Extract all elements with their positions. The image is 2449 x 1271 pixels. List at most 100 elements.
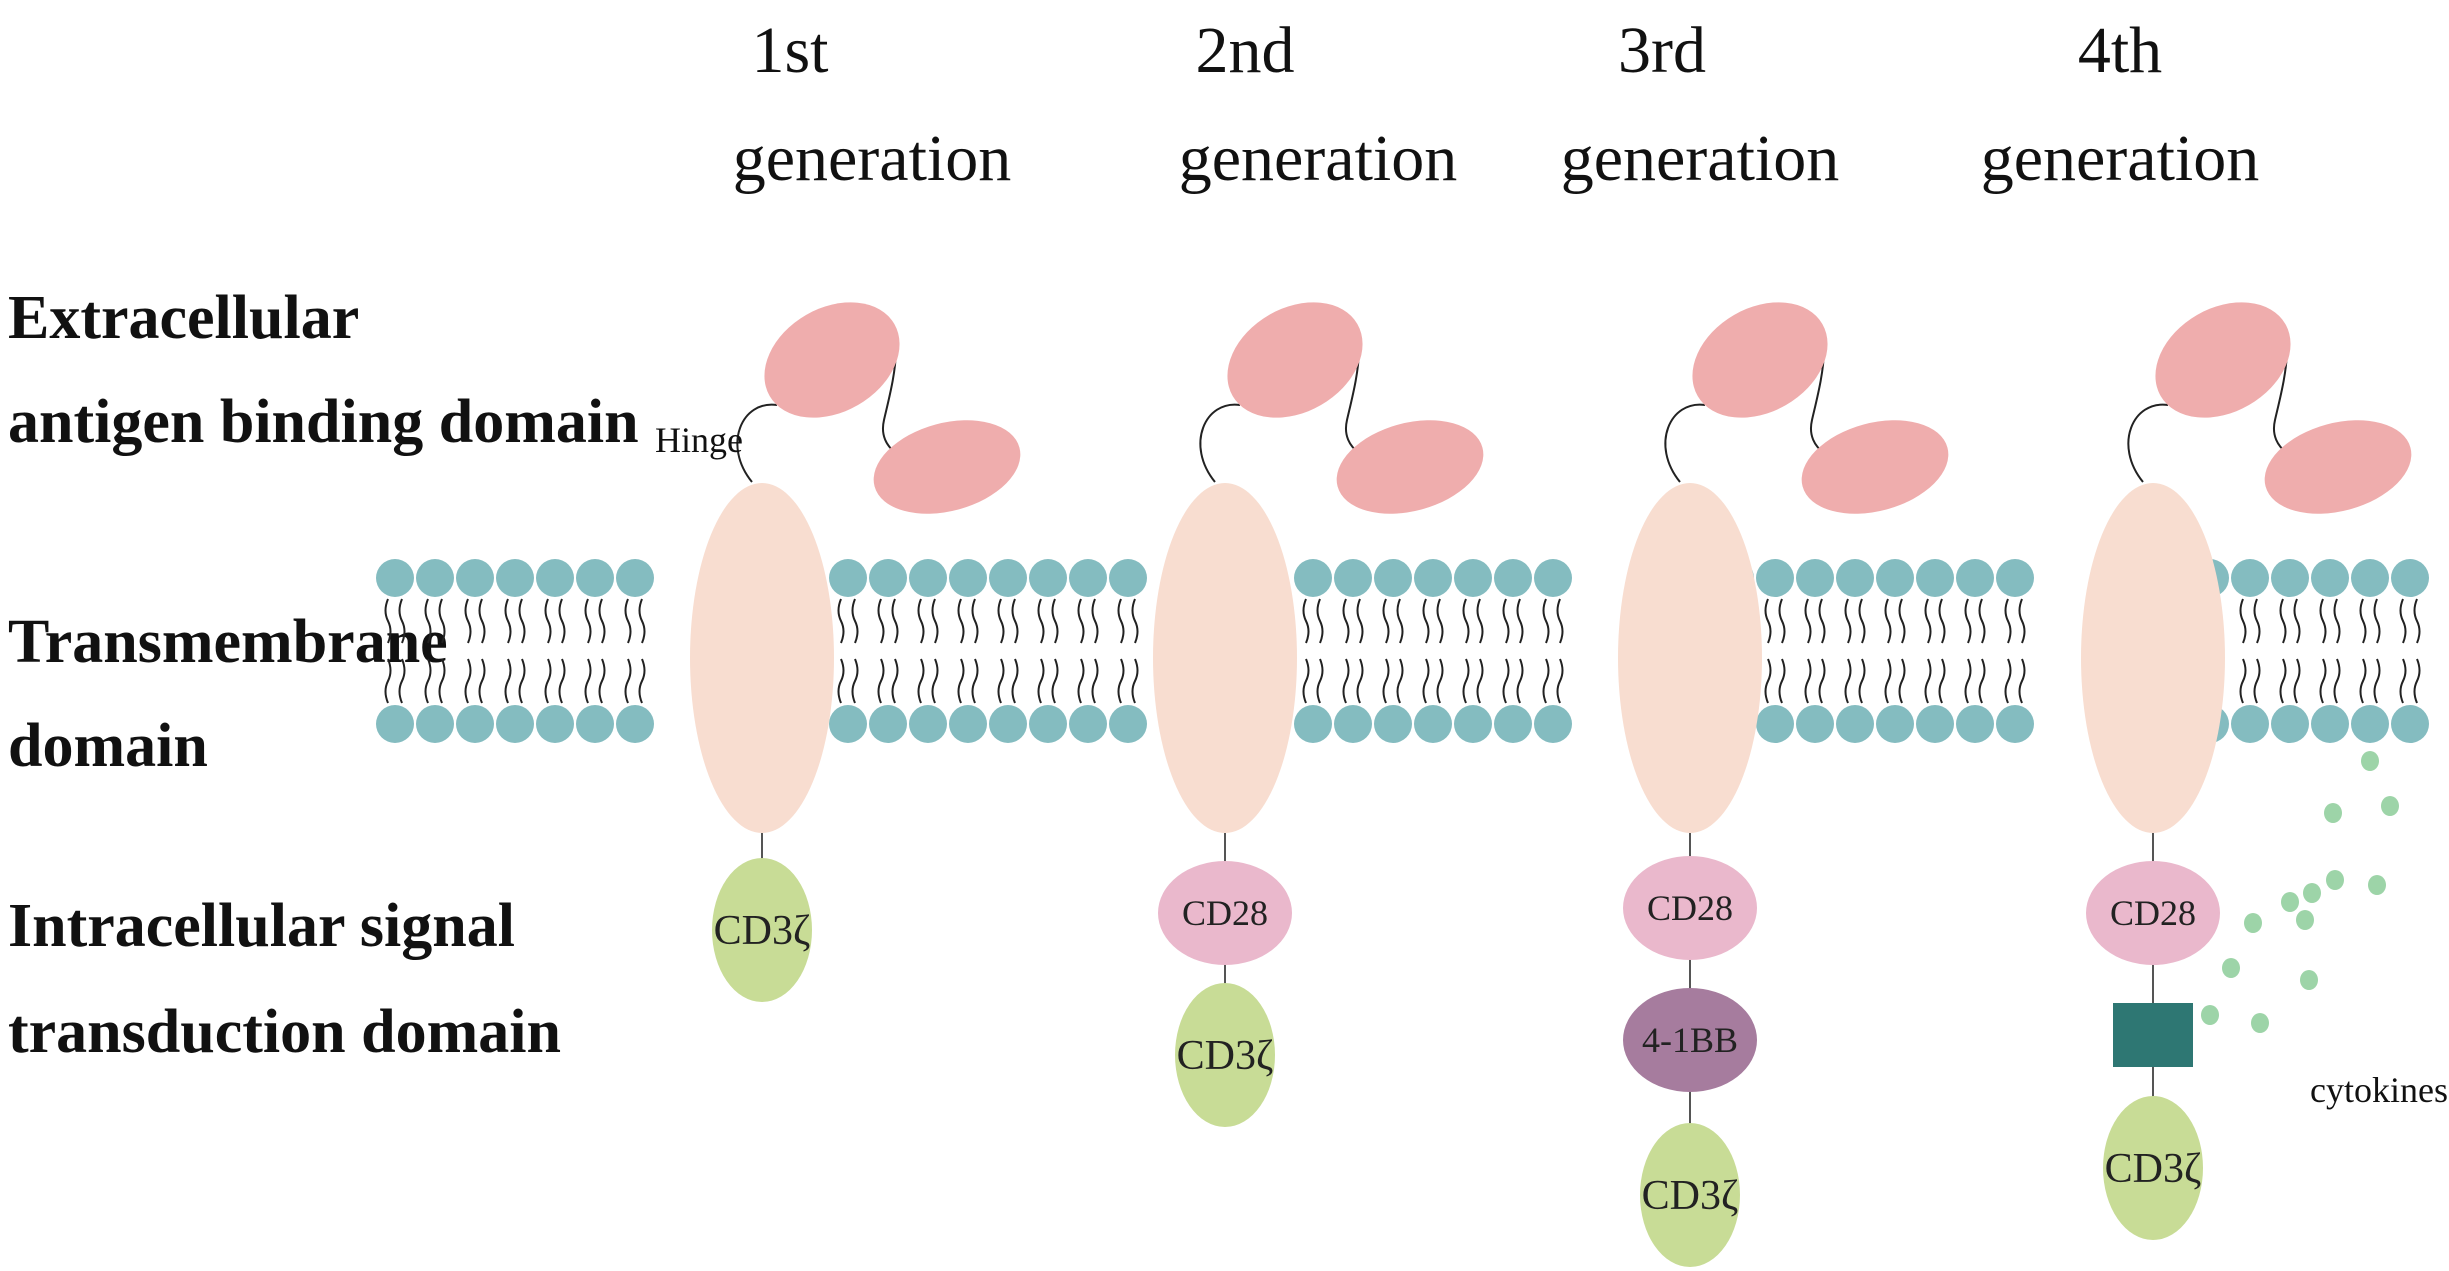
lipid-tail <box>1091 598 1099 644</box>
lipid-head-top <box>1334 559 1372 597</box>
lipid-tail <box>1964 658 1972 704</box>
lipid-head-bottom <box>1756 705 1794 743</box>
4-1bb-domain <box>1623 988 1757 1092</box>
4-1bb-label: 4-1BB <box>1642 1020 1738 1060</box>
membrane-segment <box>376 559 654 743</box>
lipid-tail <box>558 598 566 644</box>
lipid-tail <box>1542 598 1550 644</box>
lipid-tail <box>1764 598 1772 644</box>
cytokines-label: cytokines <box>2310 1070 2448 1110</box>
lipid-tail <box>1924 658 1932 704</box>
lipid-head-bottom <box>456 705 494 743</box>
lipid-tail <box>1011 658 1019 704</box>
lipid-head-top <box>1916 559 1954 597</box>
cytokine-dot <box>2368 875 2386 895</box>
lipid-head-top <box>909 559 947 597</box>
lipid-tail <box>558 658 566 704</box>
lipid-head-bottom <box>1494 705 1532 743</box>
lipid-tail <box>971 658 979 704</box>
lipid-tail <box>1302 658 1310 704</box>
lipid-tail <box>1556 658 1564 704</box>
lipid-tail <box>997 658 1005 704</box>
lipid-tail <box>891 658 899 704</box>
transmembrane-label-line1: Transmembrane <box>8 608 448 676</box>
lipid-head-bottom <box>416 705 454 743</box>
lipid-tail <box>1091 658 1099 704</box>
lipid-head-bottom <box>869 705 907 743</box>
lipid-tail <box>1342 658 1350 704</box>
car-receptor-gen1: CD3ζ <box>690 302 1021 1002</box>
lipid-head-top <box>869 559 907 597</box>
lipid-head-bottom <box>2391 705 2429 743</box>
lipid-tail <box>598 598 606 644</box>
lipid-tail <box>1844 598 1852 644</box>
scfv-light-chain <box>1336 420 1484 514</box>
lipid-tail <box>1051 598 1059 644</box>
lipid-head-bottom <box>376 705 414 743</box>
lipid-tail <box>1884 658 1892 704</box>
lipid-tail <box>1422 658 1430 704</box>
cytokine-dot <box>2244 913 2262 933</box>
transmembrane-domain <box>1618 483 1762 833</box>
cytokine-dots <box>2201 751 2399 1033</box>
hinge-line <box>2127 403 2169 483</box>
lipid-tail <box>1818 658 1826 704</box>
gen3-title-line1: 3rd <box>1618 14 1706 87</box>
lipid-head-bottom <box>2231 705 2269 743</box>
lipid-tail <box>584 658 592 704</box>
gen1-title-line1: 1st <box>751 14 828 87</box>
lipid-tail <box>1462 598 1470 644</box>
lipid-head-bottom <box>536 705 574 743</box>
lipid-tail <box>997 598 1005 644</box>
scfv-light-chain <box>1801 420 1949 514</box>
lipid-tail <box>2279 658 2287 704</box>
lipid-head-top <box>829 559 867 597</box>
lipid-tail <box>638 598 646 644</box>
lipid-tail <box>1778 658 1786 704</box>
lipid-tail <box>2018 658 2026 704</box>
lipid-tail <box>2253 658 2261 704</box>
lipid-tail <box>1342 598 1350 644</box>
cytokine-dot <box>2303 883 2321 903</box>
lipid-head-bottom <box>496 705 534 743</box>
lipid-head-top <box>616 559 654 597</box>
lipid-tail <box>2293 598 2301 644</box>
cytokine-dot <box>2381 796 2399 816</box>
lipid-tail <box>2018 598 2026 644</box>
lipid-tail <box>2399 598 2407 644</box>
lipid-tail <box>1516 658 1524 704</box>
lipid-head-top <box>949 559 987 597</box>
gen1-title-line2: generation <box>733 122 1012 195</box>
lipid-tail <box>2004 598 2012 644</box>
lipid-head-top <box>1294 559 1332 597</box>
lipid-tail <box>438 658 446 704</box>
scfv-heavy-chain <box>2155 302 2291 418</box>
lipid-tail <box>1898 658 1906 704</box>
lipid-tail <box>837 658 845 704</box>
lipid-tail <box>1077 598 1085 644</box>
cd28-label: CD28 <box>2110 893 2196 933</box>
lipid-head-top <box>989 559 1027 597</box>
lipid-tail <box>1502 598 1510 644</box>
cytokine-dot <box>2361 751 2379 771</box>
lipid-tail <box>851 598 859 644</box>
cd28-domain <box>1623 856 1757 960</box>
lipid-head-bottom <box>1109 705 1147 743</box>
lipid-head-bottom <box>1374 705 1412 743</box>
lipid-head-bottom <box>1069 705 1107 743</box>
cd28-label: CD28 <box>1647 888 1733 928</box>
lipid-head-bottom <box>1916 705 1954 743</box>
lipid-head-top <box>1836 559 1874 597</box>
scfv-heavy-chain <box>1227 302 1363 418</box>
lipid-tail <box>1316 658 1324 704</box>
lipid-tail <box>1117 598 1125 644</box>
lipid-tail <box>2359 598 2367 644</box>
lipid-head-bottom <box>949 705 987 743</box>
lipid-head-top <box>1494 559 1532 597</box>
lipid-tail <box>1051 658 1059 704</box>
intracellular-label-line2: transduction domain <box>8 998 561 1066</box>
lipid-head-top <box>456 559 494 597</box>
